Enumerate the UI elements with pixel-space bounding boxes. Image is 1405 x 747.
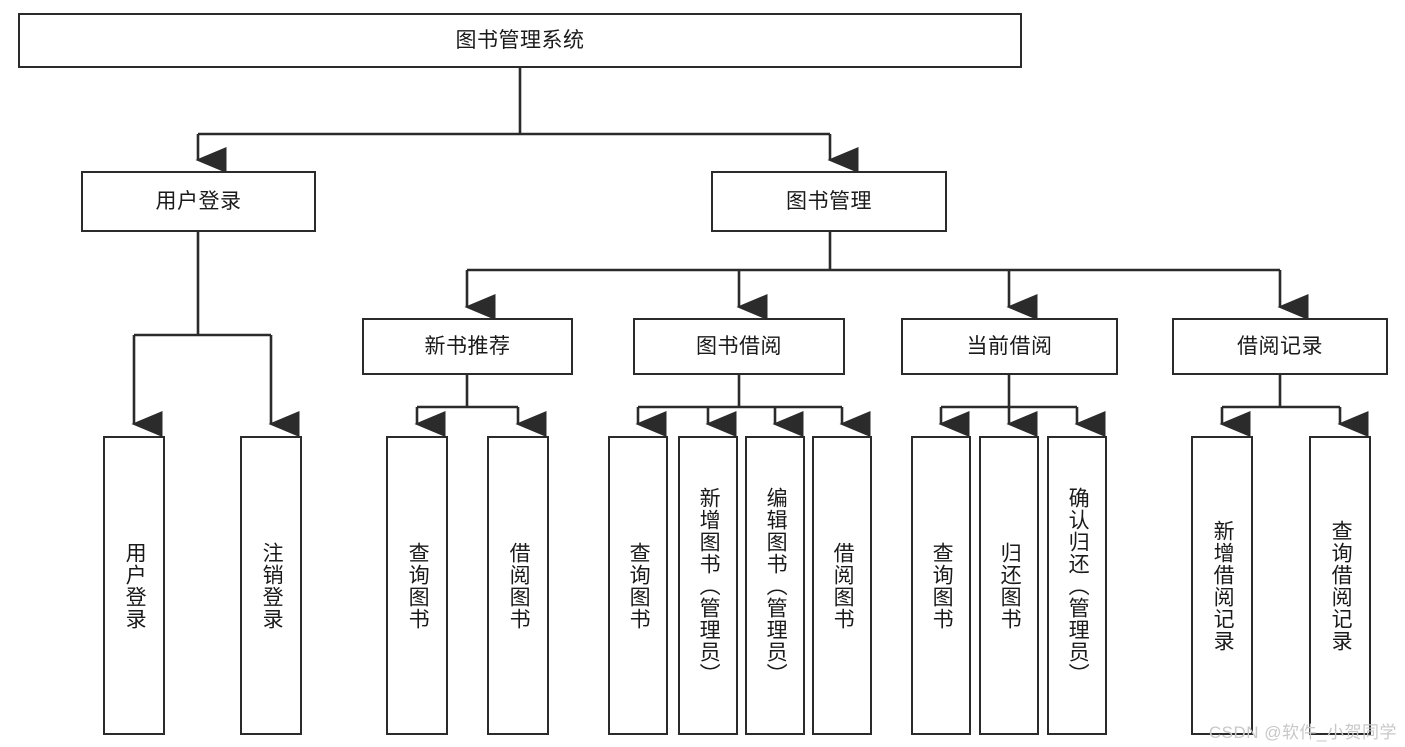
node-leaf-return-book[interactable]: 归还图书 [979, 436, 1039, 735]
node-leaf-borrow-book-2-label: 借阅图书 [831, 541, 855, 630]
node-leaf-query-record[interactable]: 查询借阅记录 [1309, 436, 1371, 735]
node-leaf-query-book-1-label: 查询图书 [406, 541, 430, 630]
node-leaf-query-book-1[interactable]: 查询图书 [386, 436, 448, 735]
node-leaf-borrow-book-1[interactable]: 借阅图书 [487, 436, 549, 735]
csdn-watermark: CSDN @软件_小贺同学 [1208, 723, 1397, 742]
node-borrow-record[interactable]: 借阅记录 [1172, 318, 1388, 375]
node-leaf-add-record-label: 新增借阅记录 [1211, 519, 1235, 652]
node-borrow-record-label: 借阅记录 [1237, 334, 1323, 358]
node-current-borrow-label: 当前借阅 [966, 334, 1053, 358]
node-leaf-query-record-label: 查询借阅记录 [1329, 519, 1353, 652]
node-new-book-rec[interactable]: 新书推荐 [362, 318, 573, 375]
node-book-borrow-label: 图书借阅 [696, 334, 782, 358]
node-leaf-logout-login-label: 注销登录 [260, 541, 284, 630]
node-leaf-logout-login[interactable]: 注销登录 [240, 436, 302, 735]
node-leaf-add-record[interactable]: 新增借阅记录 [1191, 436, 1253, 735]
node-root[interactable]: 图书管理系统 [18, 13, 1022, 68]
node-leaf-add-book-label: 新增图书（管理员） [697, 486, 721, 685]
node-book-manage-label: 图书管理 [786, 189, 872, 213]
node-user-login[interactable]: 用户登录 [81, 171, 316, 232]
node-current-borrow[interactable]: 当前借阅 [901, 318, 1118, 375]
node-leaf-borrow-book-1-label: 借阅图书 [507, 541, 531, 630]
node-user-login-label: 用户登录 [155, 189, 242, 213]
node-leaf-user-login-label: 用户登录 [123, 541, 147, 630]
node-book-manage[interactable]: 图书管理 [711, 171, 947, 232]
node-root-label: 图书管理系统 [455, 28, 585, 52]
node-leaf-query-book-3[interactable]: 查询图书 [911, 436, 971, 735]
node-leaf-borrow-book-2[interactable]: 借阅图书 [812, 436, 872, 735]
node-leaf-confirm-return-label: 确认归还（管理员） [1066, 486, 1090, 685]
node-leaf-add-book[interactable]: 新增图书（管理员） [678, 436, 738, 735]
node-leaf-return-book-label: 归还图书 [998, 541, 1022, 630]
node-leaf-confirm-return[interactable]: 确认归还（管理员） [1047, 436, 1107, 735]
node-leaf-edit-book[interactable]: 编辑图书（管理员） [745, 436, 805, 735]
node-new-book-rec-label: 新书推荐 [424, 334, 511, 358]
node-leaf-query-book-3-label: 查询图书 [930, 541, 954, 630]
node-leaf-query-book-2[interactable]: 查询图书 [608, 436, 668, 735]
node-leaf-edit-book-label: 编辑图书（管理员） [764, 486, 788, 685]
node-book-borrow[interactable]: 图书借阅 [633, 318, 845, 375]
node-leaf-user-login[interactable]: 用户登录 [103, 436, 165, 735]
node-leaf-query-book-2-label: 查询图书 [627, 541, 651, 630]
